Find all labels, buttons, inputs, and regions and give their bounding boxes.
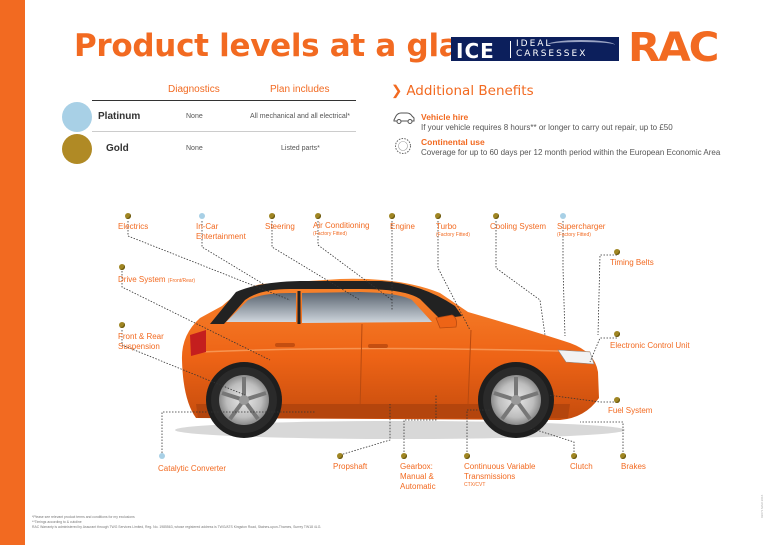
label-clutch: Clutch [570, 462, 593, 471]
footnote-exclusions: *Please see relevant product terms and c… [32, 515, 135, 519]
platinum-diagnostics: None [186, 113, 203, 120]
ice-ideal-cars-logo: ICE IDEAL CARSESSEX [451, 37, 619, 61]
gold-dot-icon [389, 213, 395, 219]
gold-dot-icon [620, 453, 626, 459]
label-steering: Steering [265, 222, 295, 231]
table-row-rule [92, 131, 356, 132]
page-title: Product levels at a glance [74, 28, 520, 64]
footnote-administration: RAC Warranty is administered by Assurant… [32, 525, 322, 529]
label-supercharger: Supercharger(Factory Fitted) [557, 222, 606, 238]
gold-dot-icon [269, 213, 275, 219]
left-accent-bar [0, 0, 25, 545]
platinum-dot-icon [159, 453, 165, 459]
platinum-dot-icon [199, 213, 205, 219]
gold-dot-icon [315, 213, 321, 219]
swoosh-icon [547, 40, 615, 50]
col-diagnostics-header: Diagnostics [168, 84, 220, 95]
label-turbo: Turbo(Factory Fitted) [436, 222, 470, 238]
gold-dot-icon [614, 249, 620, 255]
platinum-dot-icon [560, 213, 566, 219]
continental-use-text: Coverage for up to 60 days per 12 month … [421, 148, 721, 157]
front-wheel [483, 367, 549, 433]
label-cooling-system: Cooling System [490, 222, 547, 231]
gold-dot-icon [614, 397, 620, 403]
continental-use-title: Continental use [421, 137, 485, 147]
gold-dot-icon [337, 453, 343, 459]
col-plan-header: Plan includes [270, 84, 330, 95]
gold-dot-icon [119, 322, 125, 328]
level-gold: Gold [106, 143, 129, 154]
label-in-car-entertainment: In-Car Entertainment [196, 222, 246, 241]
ice-logo-bottom: CARSESSEX [516, 49, 588, 59]
vehicle-hire-text: If your vehicle requires 8 hours** or lo… [421, 123, 673, 132]
label-catalytic-converter: Catalytic Converter [158, 464, 227, 473]
label-engine: Engine [390, 222, 415, 231]
additional-benefits-heading: ❯Additional Benefits [391, 83, 534, 99]
car-icon [393, 112, 415, 124]
label-electrics: Electrics [118, 222, 149, 231]
label-air-conditioning: Air Conditioning(Factory Fitted) [313, 221, 370, 237]
level-platinum: Platinum [98, 111, 141, 122]
label-gearbox: Gearbox: Manual & Automatic [400, 462, 436, 491]
label-propshaft: Propshaft [333, 462, 368, 471]
gold-dot-icon [493, 213, 499, 219]
label-electronic-control-unit: Electronic Control Unit [610, 341, 690, 350]
label-timing-belts: Timing Belts [610, 258, 654, 267]
gold-plan: Listed parts* [281, 145, 320, 152]
platinum-swatch [62, 102, 92, 132]
document-code: 02071 MAR 2016 [760, 494, 764, 518]
gold-dot-icon [614, 331, 620, 337]
label-suspension: Front & Rear Suspension [118, 332, 164, 351]
ice-logo-text: ICE [456, 39, 495, 61]
gold-dot-icon [464, 453, 470, 459]
platinum-plan: All mechanical and all electrical* [250, 113, 350, 120]
rear-wheel [211, 367, 277, 433]
footnote-timings: **Timings according to & cutoline [32, 520, 82, 524]
gold-dot-icon [435, 213, 441, 219]
label-fuel-system: Fuel System [608, 406, 653, 415]
gold-diagnostics: None [186, 145, 203, 152]
vehicle-hire-title: Vehicle hire [421, 112, 469, 122]
label-drive-system: Drive System (Front/Rear) [118, 275, 196, 284]
gold-dot-icon [125, 213, 131, 219]
ice-logo-top: IDEAL [516, 39, 553, 49]
globe-icon [395, 138, 411, 154]
gold-dot-icon [571, 453, 577, 459]
table-header-rule [92, 100, 356, 101]
label-brakes: Brakes [621, 462, 646, 471]
gold-dot-icon [119, 264, 125, 270]
rac-logo: RAC [628, 25, 719, 71]
gold-dot-icon [401, 453, 407, 459]
chevron-right-icon: ❯ [391, 83, 403, 99]
gold-swatch [62, 134, 92, 164]
